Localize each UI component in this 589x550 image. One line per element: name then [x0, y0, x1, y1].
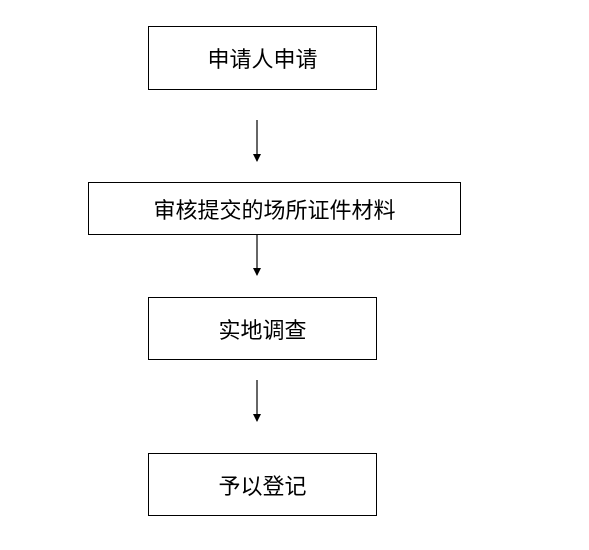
step-box-apply: 申请人申请 [148, 26, 377, 90]
step-label-registration: 予以登记 [218, 474, 307, 500]
step-box-review-documents: 审核提交的场所证件材料 [88, 182, 461, 235]
step-label-site-investigation: 实地调查 [218, 318, 307, 344]
step-box-site-investigation: 实地调查 [148, 297, 377, 360]
step-label-review-documents: 审核提交的场所证件材料 [153, 198, 396, 224]
step-box-registration: 予以登记 [148, 453, 377, 516]
step-label-apply: 申请人申请 [207, 48, 318, 73]
